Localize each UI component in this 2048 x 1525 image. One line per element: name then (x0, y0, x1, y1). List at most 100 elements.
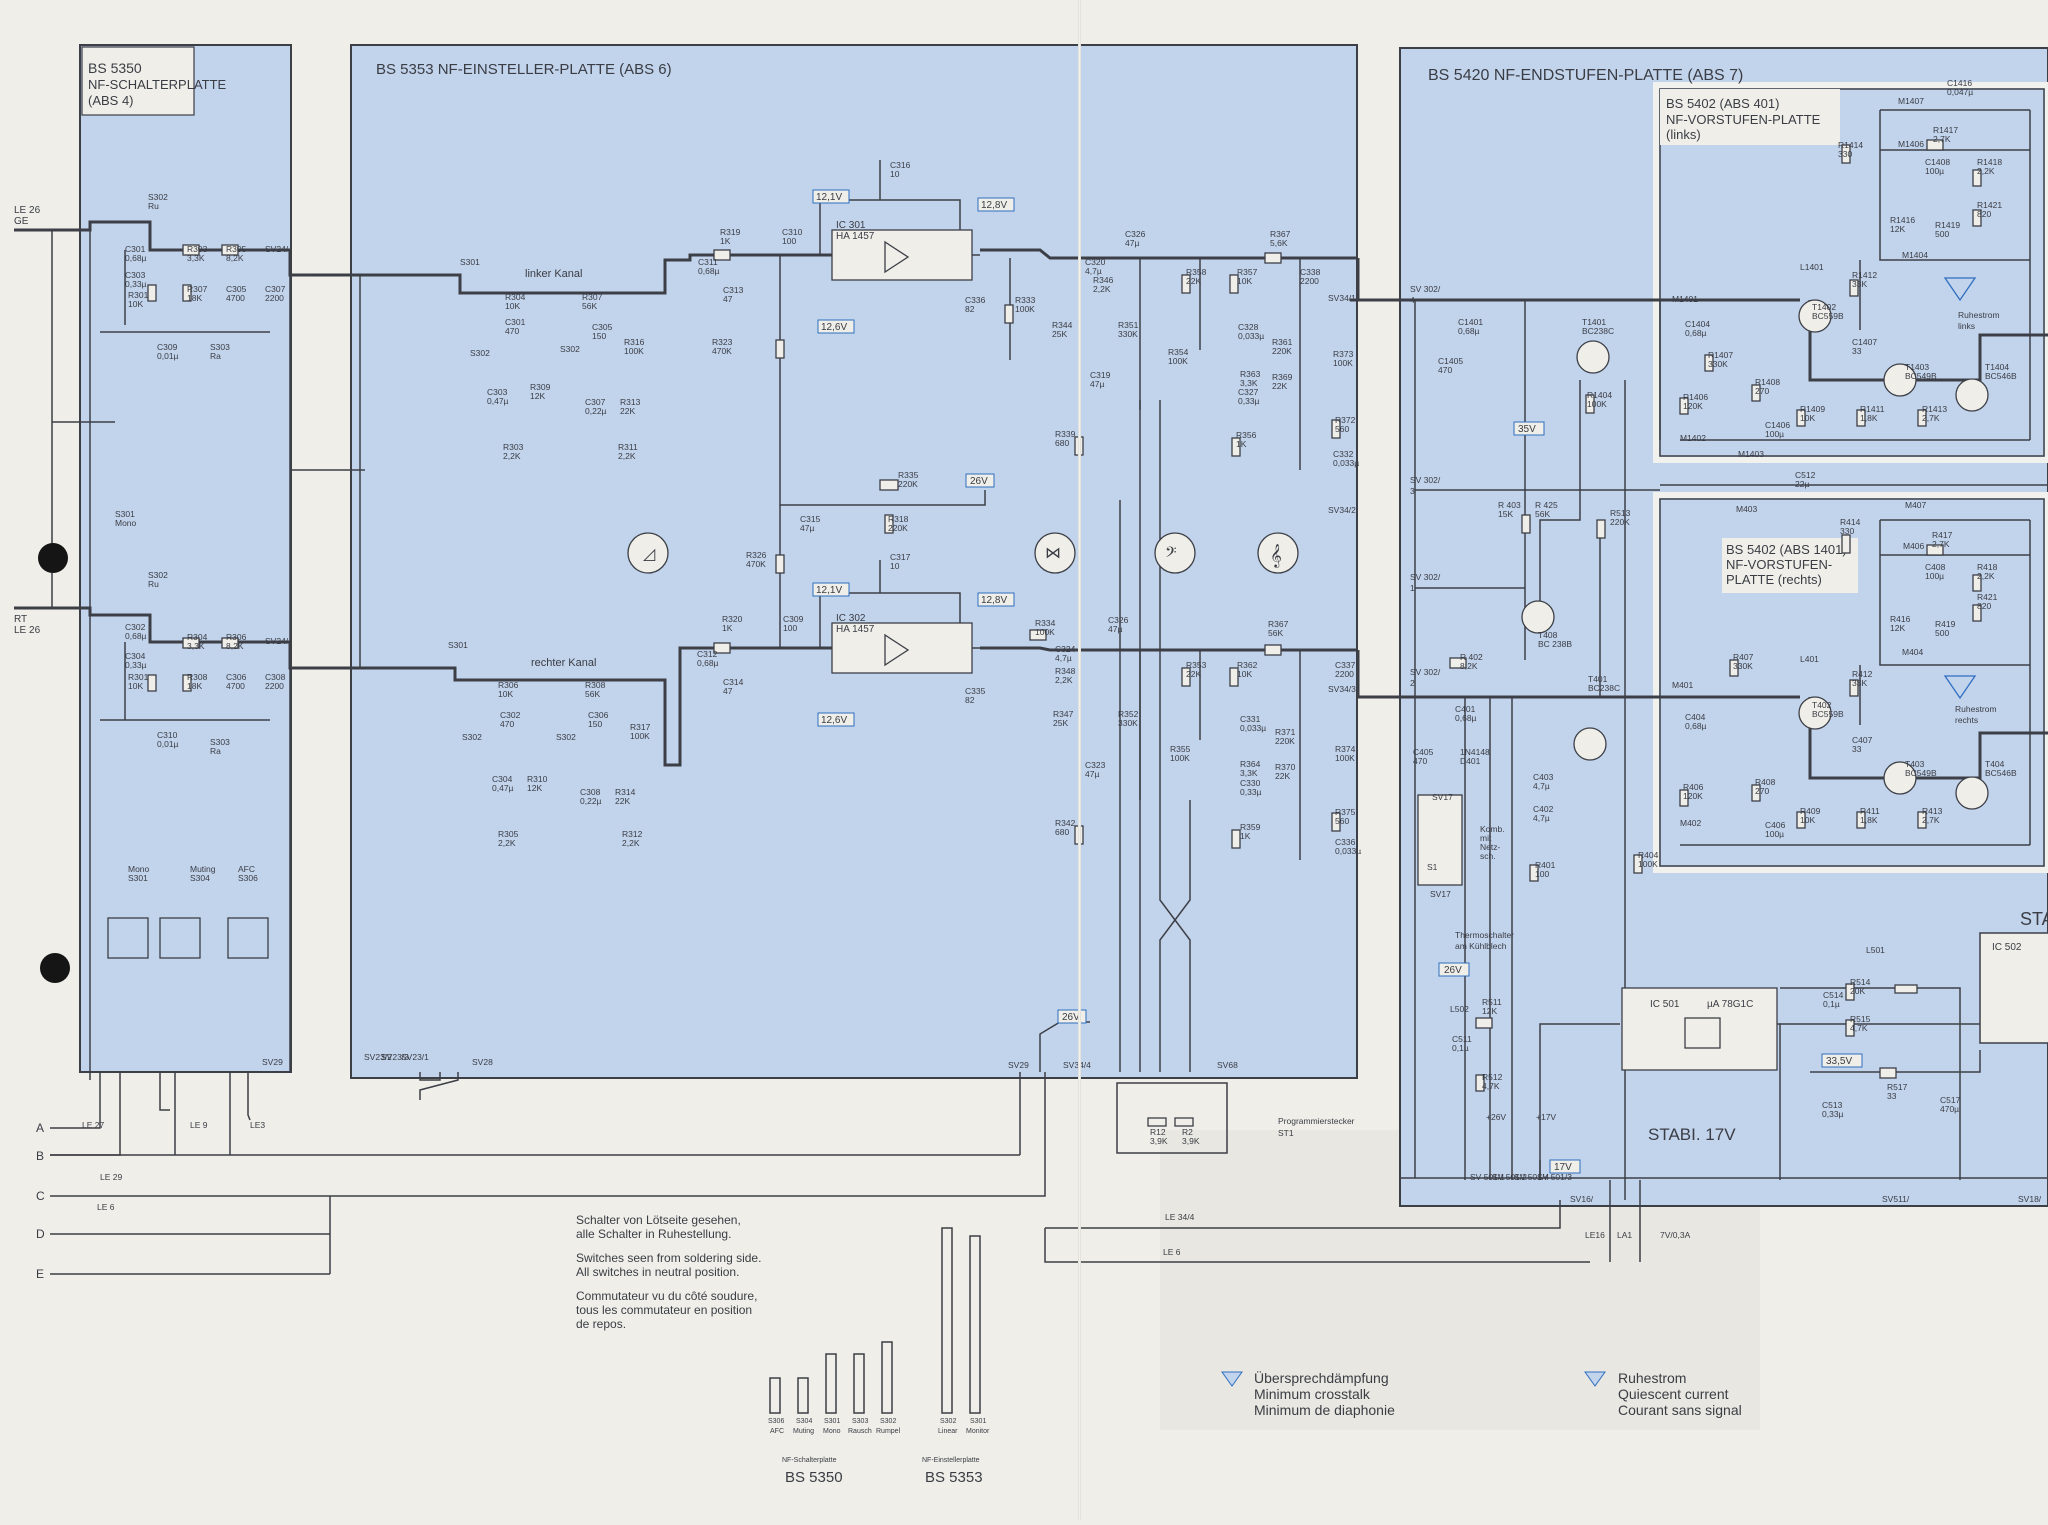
component-label: 0,01µ (157, 739, 179, 749)
component-label: S302 (148, 570, 168, 580)
component-label: R367 (1270, 229, 1291, 239)
sw-rausch: Rausch (848, 1428, 872, 1435)
component-label: 100µ (1925, 571, 1944, 581)
component-label: 2 (1410, 678, 1415, 688)
sw-s301-b: S301 (970, 1418, 986, 1425)
component-label: R361 (1272, 337, 1293, 347)
sw-mono: Mono (823, 1428, 841, 1435)
component-label: R401 (1535, 860, 1556, 870)
component-label: Mono (128, 864, 150, 874)
component-label: 2,2K (503, 451, 521, 461)
component-label: 270 (1755, 386, 1769, 396)
component-label: R1419 (1935, 220, 1960, 230)
component-label: 7V/0,3A (1660, 1230, 1691, 1240)
component-label: 330K (1733, 661, 1753, 671)
component-label: R408 (1755, 777, 1776, 787)
component-label: LA1 (1617, 1230, 1632, 1240)
component-label: R406 (1683, 782, 1704, 792)
component-label: rechts (1955, 715, 1978, 725)
component-label: R407 (1733, 652, 1754, 662)
component-label: 25K (1053, 718, 1068, 728)
component-label: C406 (1765, 820, 1786, 830)
component-label: C305 (592, 322, 613, 332)
component-label: SV34/3 (1328, 684, 1356, 694)
component-label: 2200 (265, 293, 284, 303)
component-label: R1413 (1922, 404, 1947, 414)
voltage-labels: 12,1V 12,8V 12,6V 26V 12,1V 12,8V 12,6V … (812, 189, 1863, 1174)
component-label: C317 (890, 552, 911, 562)
component-label: R417 (1932, 530, 1953, 540)
component-label: 2,2K (622, 838, 640, 848)
component-label: 18K (187, 681, 202, 691)
component-label: Komb. (1480, 824, 1505, 834)
component-label: 2,7K (1922, 413, 1940, 423)
component-label: C307 (265, 284, 286, 294)
component-label: 10K (1800, 815, 1815, 825)
component-label: R358 (1186, 267, 1207, 277)
component-label: C1416 (1947, 78, 1972, 88)
component-label: Muting (190, 864, 216, 874)
component-label: C323 (1085, 760, 1106, 770)
component-label: SV24/ (265, 636, 289, 646)
component-label: C407 (1852, 735, 1873, 745)
treble-clef-icon: 𝄞 (1270, 545, 1282, 568)
component-label: 12K (1482, 1006, 1497, 1016)
component-label: R306 (498, 680, 519, 690)
component-label: 0,47µ (487, 396, 509, 406)
component-label: 100 (783, 623, 797, 633)
input-ge: GE (14, 216, 29, 227)
component-label: 20K (1850, 986, 1865, 996)
component-label: R346 (1093, 275, 1114, 285)
component-label: R304 (505, 292, 526, 302)
component-label: R414 (1840, 517, 1861, 527)
board-bs5350 (79, 44, 292, 1073)
sw-afc: AFC (770, 1428, 784, 1435)
component-label: R317 (630, 722, 651, 732)
component-label: 0,47µ (492, 783, 514, 793)
component-label: 33 (1887, 1091, 1897, 1101)
component-label: 8,2K (226, 253, 244, 263)
component-label: S306 (238, 873, 258, 883)
sw-s301: S301 (824, 1418, 840, 1425)
bs5402l-title: BS 5402 (ABS 401) (1666, 96, 1779, 111)
voltage-33-5: 33,5V (1826, 1056, 1852, 1067)
component-label: C303 (125, 270, 146, 280)
subboard-bs5402-left (1653, 82, 2048, 463)
component-label: C337 (1335, 660, 1356, 670)
component-label: M404 (1902, 647, 1924, 657)
component-label: R335 (898, 470, 919, 480)
binder-hole-top (38, 543, 68, 573)
component-label: Ru (148, 579, 159, 589)
component-label: 0,33µ (1822, 1109, 1844, 1119)
component-label: SV29 (262, 1057, 283, 1067)
component-label: C316 (890, 160, 911, 170)
sw-s303: S303 (852, 1418, 868, 1425)
sw-board1: BS 5350 (785, 1469, 843, 1486)
quiescent-icon (1584, 1371, 1606, 1387)
component-label: T1403 (1905, 362, 1929, 372)
component-label: R308 (187, 672, 208, 682)
component-label: 100K (1168, 356, 1188, 366)
component-label: R1411 (1860, 404, 1885, 414)
component-label: Ru (148, 201, 159, 211)
component-label: ST1 (1278, 1128, 1294, 1138)
component-label: 820 (1977, 209, 1991, 219)
component-label: 0,22µ (580, 796, 602, 806)
bs5402r-side: PLATTE (rechts) (1726, 572, 1822, 587)
component-label: BC559B (1812, 709, 1844, 719)
component-label: R1404 (1587, 390, 1612, 400)
component-label: R511 (1482, 997, 1502, 1007)
component-label: R353 (1186, 660, 1207, 670)
component-label: R342 (1055, 818, 1076, 828)
component-label: R355 (1170, 744, 1191, 754)
component-label: R364 (1240, 759, 1261, 769)
component-label: 8,2K (226, 641, 244, 651)
note-en-2: All switches in neutral position. (576, 1265, 740, 1279)
component-label: R320 (722, 614, 743, 624)
component-label: R2 (1182, 1127, 1193, 1137)
component-label: 100K (624, 346, 644, 356)
component-label: SV23/1 (401, 1052, 429, 1062)
component-label: C301 (505, 317, 526, 327)
component-label: SV 501/4 (1514, 1172, 1549, 1182)
